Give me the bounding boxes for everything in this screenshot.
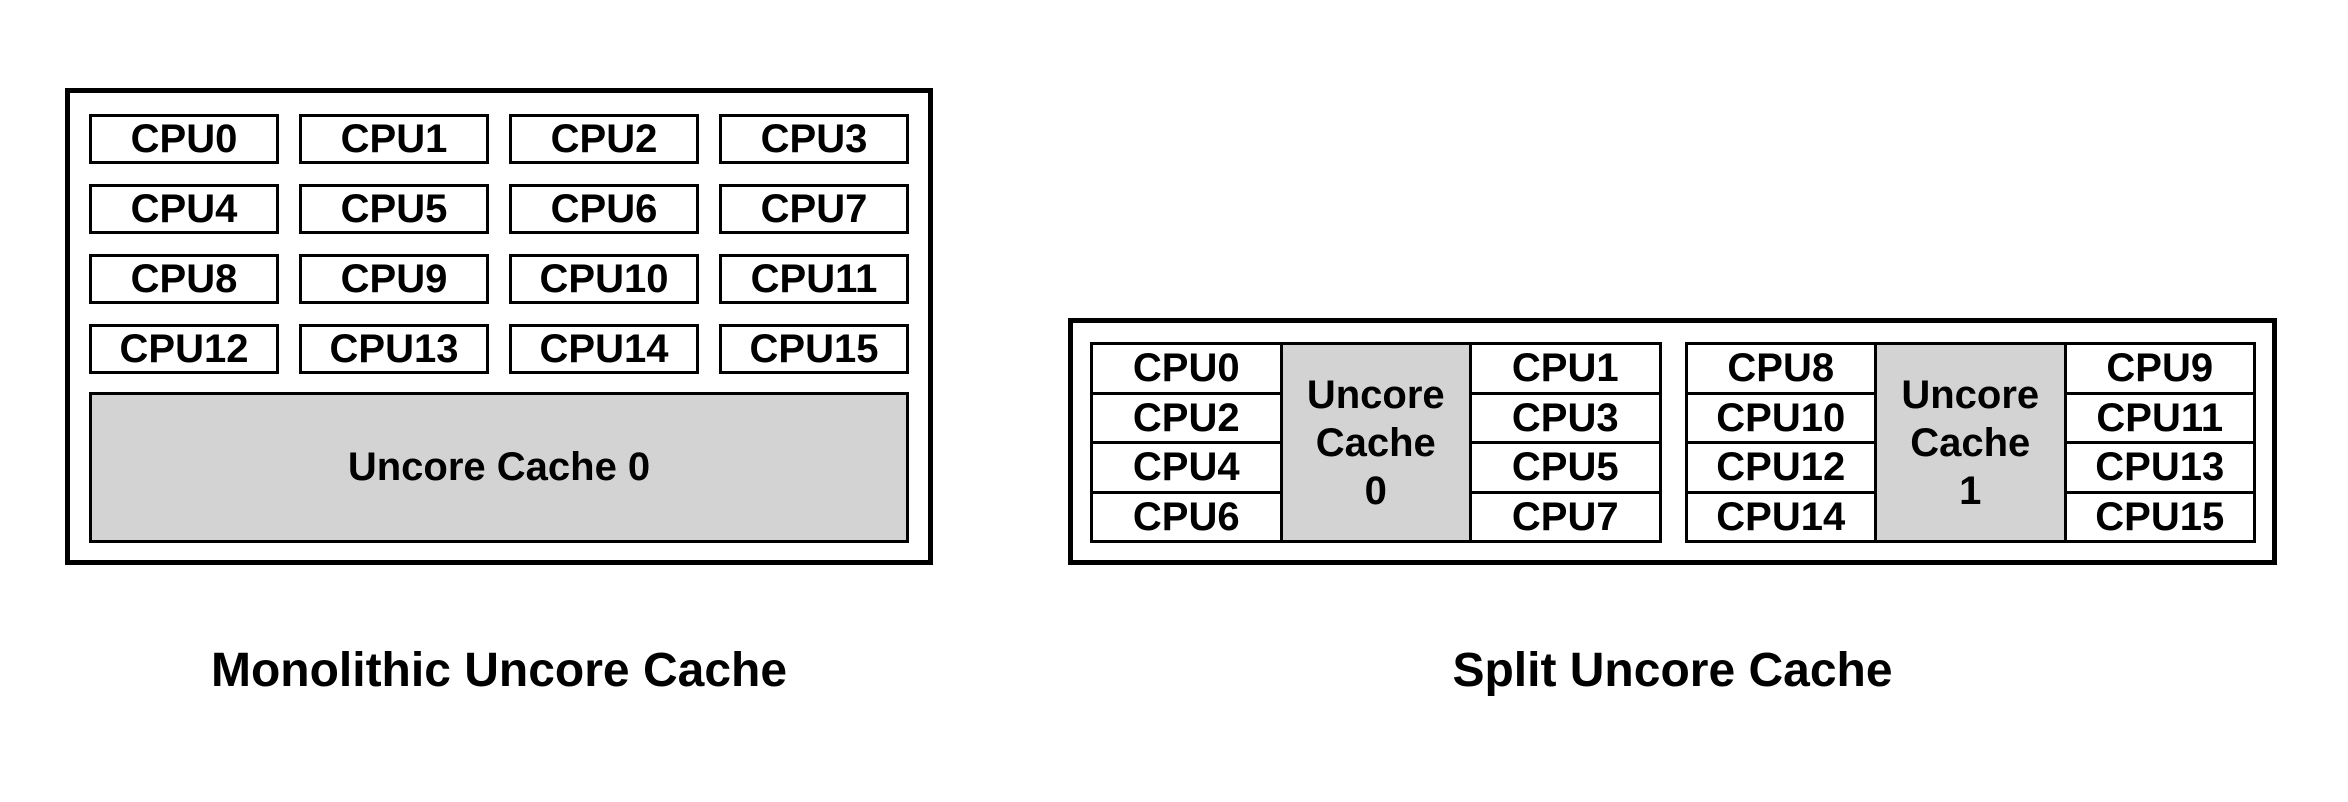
split-group-1: CPU8 CPU10 CPU12 CPU14 Uncore Cache 1 CP… [1684, 342, 2256, 543]
monolithic-caption: Monolithic Uncore Cache [210, 644, 788, 697]
uncore-cache-0-box: Uncore Cache 0 [89, 392, 909, 543]
split-group-0: CPU0 CPU2 CPU4 CPU6 Uncore Cache 0 CPU1 … [1090, 342, 1662, 543]
cpu-cell-7: CPU7 [1472, 490, 1659, 540]
split-group-0-right-column: CPU1 CPU3 CPU5 CPU7 [1472, 345, 1659, 540]
cpu-cell-12: CPU12 [1687, 441, 1874, 491]
uncore-cache-0-line-1: Uncore [1306, 372, 1445, 417]
cpu-cell-10: CPU10 [1687, 391, 1874, 441]
cpu-cell-6: CPU6 [1093, 490, 1280, 540]
monolithic-cpu-grid: CPU0 CPU1 CPU2 CPU3 CPU4 CPU5 CPU6 CPU7 … [89, 114, 909, 374]
cpu-box-15: CPU15 [719, 324, 909, 374]
cpu-cell-15: CPU15 [2066, 490, 2253, 540]
cpu-cell-5: CPU5 [1472, 441, 1659, 491]
cpu-box-13: CPU13 [299, 324, 489, 374]
cpu-box-7: CPU7 [719, 184, 909, 234]
cpu-box-5: CPU5 [299, 184, 489, 234]
uncore-cache-0-line-3: 0 [1364, 468, 1387, 513]
split-diagram: CPU0 CPU2 CPU4 CPU6 Uncore Cache 0 CPU1 … [1068, 318, 2277, 565]
cpu-box-10: CPU10 [509, 254, 699, 304]
cpu-box-4: CPU4 [89, 184, 279, 234]
cpu-box-14: CPU14 [509, 324, 699, 374]
cpu-box-8: CPU8 [89, 254, 279, 304]
cpu-box-3: CPU3 [719, 114, 909, 164]
monolithic-diagram: CPU0 CPU1 CPU2 CPU3 CPU4 CPU5 CPU6 CPU7 … [65, 88, 933, 565]
cpu-box-1: CPU1 [299, 114, 489, 164]
cpu-cell-11: CPU11 [2066, 391, 2253, 441]
cpu-cell-2: CPU2 [1093, 391, 1280, 441]
uncore-cache-1-line-1: Uncore [1901, 372, 2040, 417]
cpu-cell-0: CPU0 [1093, 345, 1280, 392]
cpu-box-6: CPU6 [509, 184, 699, 234]
cpu-box-2: CPU2 [509, 114, 699, 164]
cpu-box-0: CPU0 [89, 114, 279, 164]
split-group-1-right-column: CPU9 CPU11 CPU13 CPU15 [2066, 345, 2253, 540]
split-group-1-left-column: CPU8 CPU10 CPU12 CPU14 [1687, 345, 1874, 540]
cpu-box-12: CPU12 [89, 324, 279, 374]
uncore-cache-0-line-2: Cache [1315, 420, 1436, 465]
cpu-cell-3: CPU3 [1472, 391, 1659, 441]
cpu-cell-14: CPU14 [1687, 490, 1874, 540]
cpu-box-9: CPU9 [299, 254, 489, 304]
uncore-cache-1-line-2: Cache [1910, 420, 2031, 465]
split-group-0-left-column: CPU0 CPU2 CPU4 CPU6 [1093, 345, 1280, 540]
cpu-cell-13: CPU13 [2066, 441, 2253, 491]
cpu-cell-1: CPU1 [1472, 345, 1659, 392]
uncore-cache-1-line-3: 1 [1959, 468, 1982, 513]
cpu-cell-9: CPU9 [2066, 345, 2253, 392]
uncore-cache-0-cell: Uncore Cache 0 [1279, 345, 1472, 540]
split-caption: Split Uncore Cache [1452, 644, 1893, 697]
cpu-cell-4: CPU4 [1093, 441, 1280, 491]
cpu-cell-8: CPU8 [1687, 345, 1874, 392]
uncore-cache-1-cell: Uncore Cache 1 [1874, 345, 2067, 540]
cpu-box-11: CPU11 [719, 254, 909, 304]
